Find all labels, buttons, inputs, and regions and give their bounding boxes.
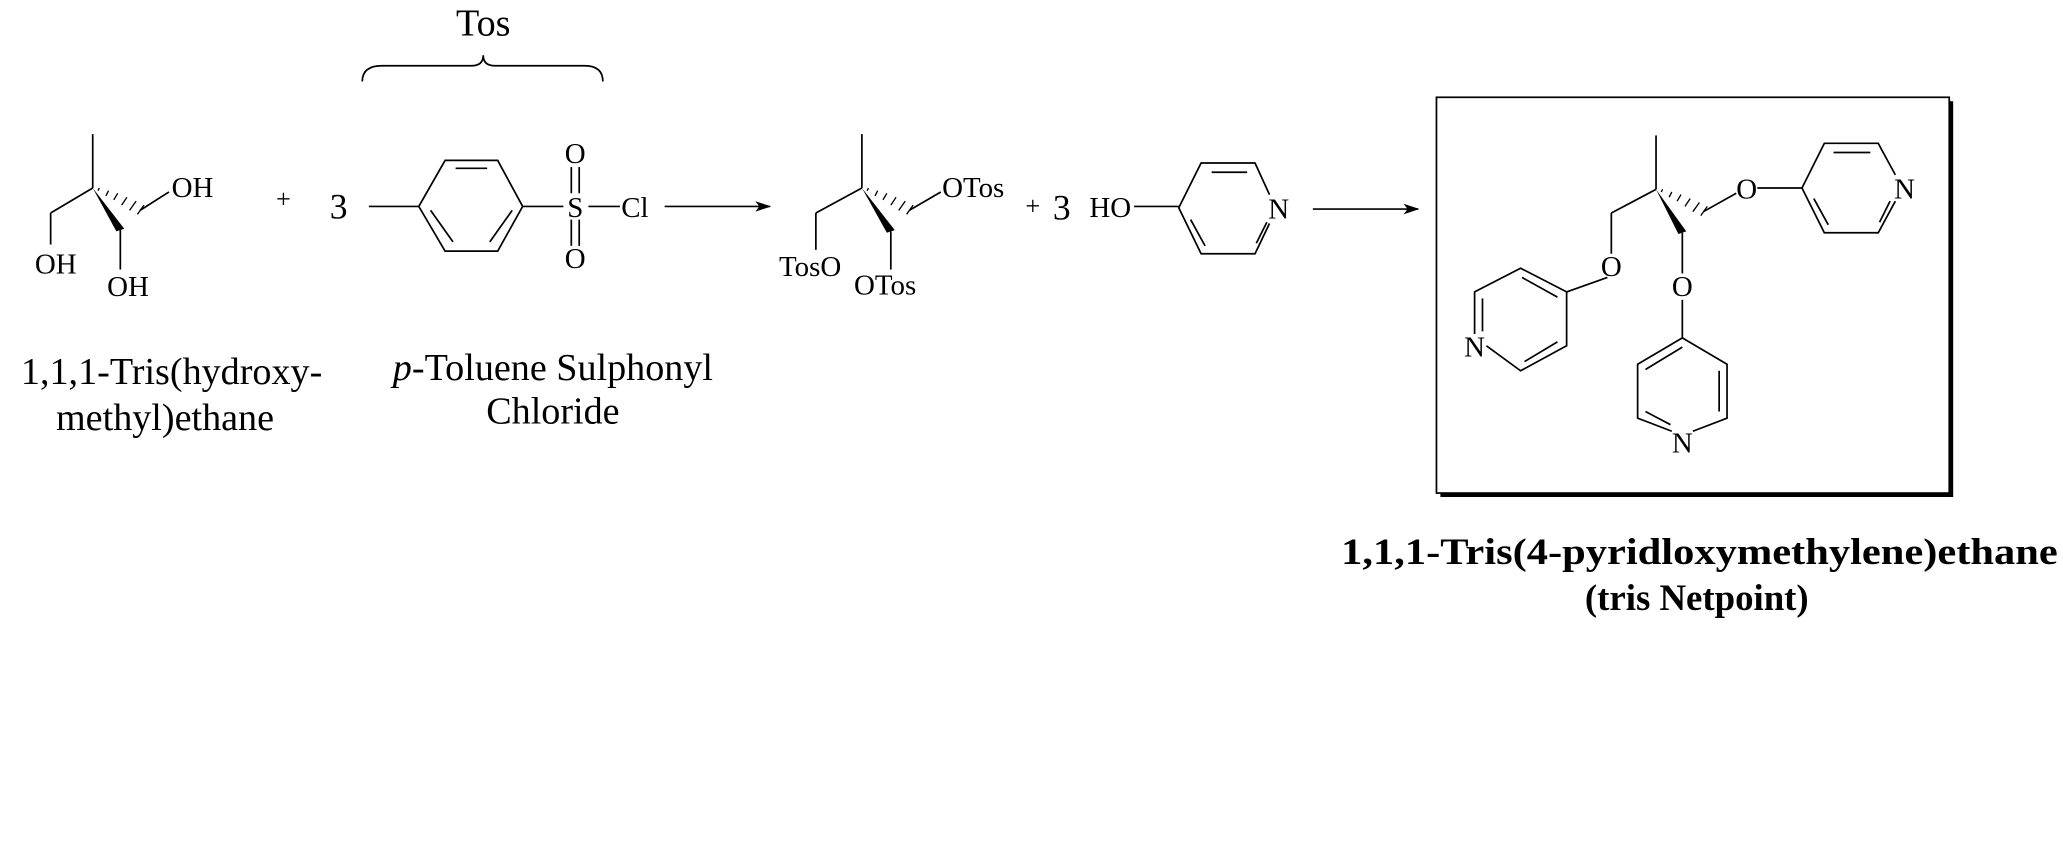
caption-reactant2-line2: Chloride [486, 390, 619, 432]
atom-cl: Cl [621, 192, 648, 224]
caption-italic-p: p [390, 347, 412, 389]
atom-ho: HO [1089, 192, 1131, 224]
caption-reactant2-line1: p-Toluene Sulphonyl [390, 347, 713, 389]
atom-n: N [1464, 331, 1485, 363]
hashed-wedge [866, 187, 914, 215]
atom-s: S [567, 192, 583, 224]
atom-otos: OTos [854, 270, 916, 302]
caption-product-line2: (tris Netpoint) [1585, 577, 1809, 618]
atom-n: N [1894, 174, 1915, 206]
bold-wedge [861, 188, 895, 233]
tosyl-chloride-structure: O S O Cl [368, 138, 649, 275]
atom-oh: OH [107, 271, 149, 303]
atom-n: N [1672, 427, 1693, 459]
atom-o: O [1672, 271, 1693, 303]
atom-toso: TosO [779, 251, 841, 283]
caption-reactant1-line2: methyl)ethane [56, 397, 274, 439]
hashed-wedge [97, 187, 145, 215]
atom-otos: OTos [942, 172, 1004, 204]
bold-wedge [92, 188, 125, 232]
tos-brace [361, 55, 604, 82]
caption-rest: -Toluene Sulphonyl [412, 347, 713, 389]
plus-sign: + [1025, 191, 1040, 220]
product-box [1435, 96, 1951, 494]
tris-netpoint-structure: O N O N O N [1464, 135, 1915, 459]
tos-label: Tos [456, 3, 511, 45]
coefficient: 3 [1053, 188, 1071, 228]
hydroxypyridine-structure: HO N [1089, 162, 1289, 255]
atom-o: O [565, 243, 586, 275]
plus-sign: + [276, 185, 291, 214]
caption-product-line1: 1,1,1-Tris(4-pyridloxymethylene)ethane [1341, 531, 2058, 572]
atom-o: O [565, 138, 586, 170]
atom-oh: OH [172, 172, 214, 204]
atom-o: O [1736, 174, 1757, 206]
tris-hydroxymethyl-ethane-structure: OH OH OH [35, 134, 214, 303]
bold-wedge [1656, 189, 1687, 235]
tritosylate-structure: OTos TosO OTos [779, 134, 1004, 302]
coefficient: 3 [330, 186, 348, 226]
atom-oh: OH [35, 248, 77, 280]
atom-o: O [1601, 251, 1622, 283]
caption-reactant1-line1: 1,1,1-Tris(hydroxy- [21, 351, 322, 393]
atom-n: N [1268, 193, 1289, 225]
